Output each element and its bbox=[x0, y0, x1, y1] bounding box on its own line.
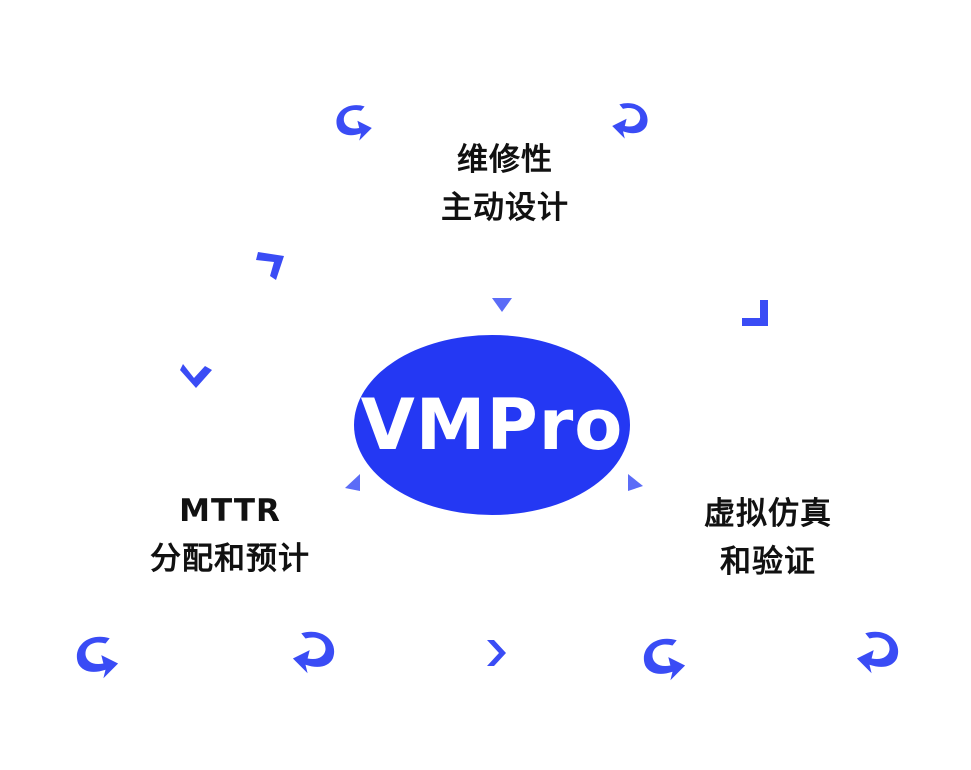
node-left-line-1: MTTR bbox=[179, 493, 281, 529]
curved-arrow-icon bbox=[76, 636, 119, 679]
chevron-icon bbox=[487, 640, 506, 666]
triangle-pointer-icon bbox=[628, 474, 643, 491]
node-left: MTTR 分配和预计 bbox=[110, 487, 350, 583]
triangle-pointer-icon bbox=[492, 298, 512, 312]
center-title: VMPro bbox=[360, 384, 624, 466]
node-top: 维修性 主动设计 bbox=[405, 136, 605, 232]
chevron-icon bbox=[180, 364, 212, 388]
node-right: 虚拟仿真 和验证 bbox=[663, 490, 873, 586]
center-ellipse bbox=[354, 335, 630, 515]
corner-arrow-icon bbox=[256, 252, 284, 280]
node-top-line-2: 主动设计 bbox=[441, 190, 569, 226]
node-left-line-2: 分配和预计 bbox=[150, 541, 310, 577]
curved-arrow-icon bbox=[292, 631, 335, 674]
corner-arrow-icon bbox=[742, 300, 768, 326]
center-node: VMPro bbox=[354, 335, 630, 515]
node-right-line-1: 虚拟仿真 bbox=[704, 496, 832, 532]
curved-arrow-icon bbox=[643, 638, 686, 681]
triangle-pointer-icon bbox=[345, 474, 360, 491]
node-right-line-2: 和验证 bbox=[720, 544, 816, 580]
curved-arrow-icon bbox=[856, 631, 899, 674]
curved-arrow-icon bbox=[612, 103, 648, 139]
node-top-line-1: 维修性 bbox=[457, 142, 553, 178]
curved-arrow-icon bbox=[336, 105, 372, 141]
